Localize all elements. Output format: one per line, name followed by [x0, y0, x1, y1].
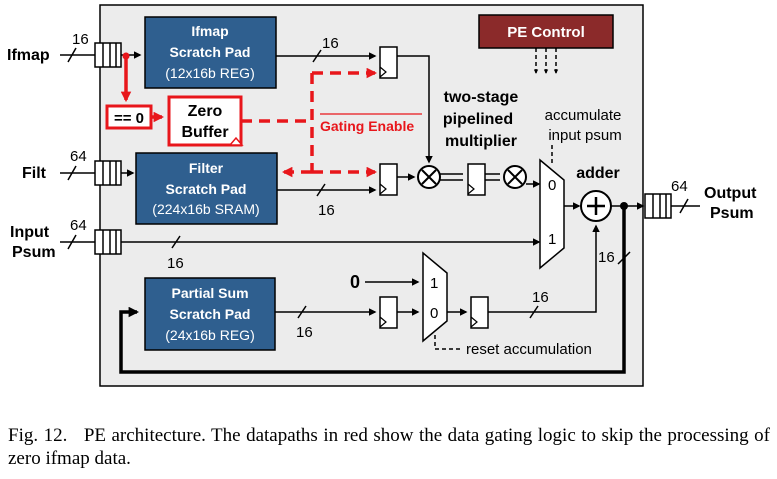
multiplier-label-1: two-stage	[444, 89, 519, 106]
multiplier-stage-2	[503, 165, 527, 189]
input-psum-label-2: Psum	[12, 244, 56, 261]
svg-text:Ifmap: Ifmap	[191, 23, 228, 39]
zero-buffer-block: Zero Buffer	[167, 95, 244, 147]
ifmap-spad-out-bitwidth: 16	[322, 35, 339, 52]
svg-text:0: 0	[430, 305, 438, 322]
svg-text:1: 1	[430, 275, 438, 292]
accumulate-label-1: accumulate	[545, 107, 622, 124]
accumulate-mux: 0 1	[539, 158, 565, 270]
figure-caption: Fig. 12. PE architecture. The datapaths …	[8, 425, 770, 469]
output-psum-label-1: Output	[704, 185, 757, 202]
output-bitwidth: 64	[671, 178, 688, 195]
partial-sum-scratch-pad: Partial Sum Scratch Pad (24x16b REG)	[144, 277, 276, 351]
svg-text:(224x16b SRAM): (224x16b SRAM)	[152, 201, 259, 217]
ifmap-input-label: Ifmap	[7, 47, 50, 64]
input-psum-label-1: Input	[10, 224, 50, 241]
filter-register	[379, 163, 398, 196]
ifmap-bitwidth: 16	[72, 31, 89, 48]
filt-fifo	[94, 160, 122, 186]
svg-text:Buffer: Buffer	[181, 124, 228, 141]
feedback-bitwidth: 16	[598, 249, 615, 266]
adder-label: adder	[576, 165, 620, 182]
multiplier-stage-1	[417, 165, 441, 189]
svg-text:1: 1	[548, 231, 556, 248]
svg-text:0: 0	[548, 177, 556, 194]
psum-spad-out-bitwidth: 16	[296, 324, 313, 341]
multiplier-label-3: multiplier	[445, 133, 517, 150]
psum-register	[379, 296, 398, 329]
pipeline-register	[467, 163, 486, 196]
zero-compare-block: == 0	[105, 104, 153, 130]
filt-bitwidth: 64	[70, 148, 87, 165]
svg-text:Scratch Pad: Scratch Pad	[170, 306, 251, 322]
psum-fifo	[94, 229, 122, 255]
output-fifo	[644, 193, 672, 219]
svg-text:Zero: Zero	[188, 103, 223, 120]
accumulate-label-2: input psum	[548, 127, 621, 144]
filter-scratch-pad: Filter Scratch Pad (224x16b SRAM)	[135, 152, 278, 225]
adder	[580, 190, 612, 222]
reset-mux: 1 0	[422, 251, 448, 343]
reset-accumulation-label: reset accumulation	[466, 341, 592, 358]
output-psum-label-2: Psum	[710, 205, 754, 222]
ifmap-fifo	[94, 42, 122, 68]
filt-input-label: Filt	[22, 165, 47, 182]
svg-text:PE Control: PE Control	[507, 24, 585, 41]
ifmap-register	[379, 46, 398, 79]
pe-control-block: PE Control	[478, 14, 614, 74]
svg-text:Partial Sum: Partial Sum	[171, 285, 248, 301]
psum-in-bitwidth: 64	[70, 217, 87, 234]
svg-text:Scratch Pad: Scratch Pad	[170, 44, 251, 60]
mux-to-adder-bitwidth: 16	[532, 289, 549, 306]
gating-enable-path	[241, 67, 378, 178]
multiplier-label-2: pipelined	[443, 111, 513, 128]
reset-output-register	[470, 296, 489, 329]
svg-text:Scratch Pad: Scratch Pad	[166, 181, 247, 197]
psum-bus-bitwidth: 16	[167, 255, 184, 272]
filter-spad-out-bitwidth: 16	[318, 202, 335, 219]
svg-text:(24x16b REG): (24x16b REG)	[165, 327, 254, 343]
svg-text:Filter: Filter	[189, 160, 224, 176]
svg-text:== 0: == 0	[114, 110, 144, 127]
constant-zero: 0	[350, 272, 360, 292]
svg-text:(12x16b REG): (12x16b REG)	[165, 65, 254, 81]
pe-architecture-diagram: Ifmap 16 Filt 64 Input Psum 64 16 Ifmap …	[7, 4, 757, 387]
ifmap-scratch-pad: Ifmap Scratch Pad (12x16b REG)	[144, 16, 277, 89]
zero-detect-path	[120, 52, 132, 103]
gating-enable-label: Gating Enable	[320, 118, 414, 134]
